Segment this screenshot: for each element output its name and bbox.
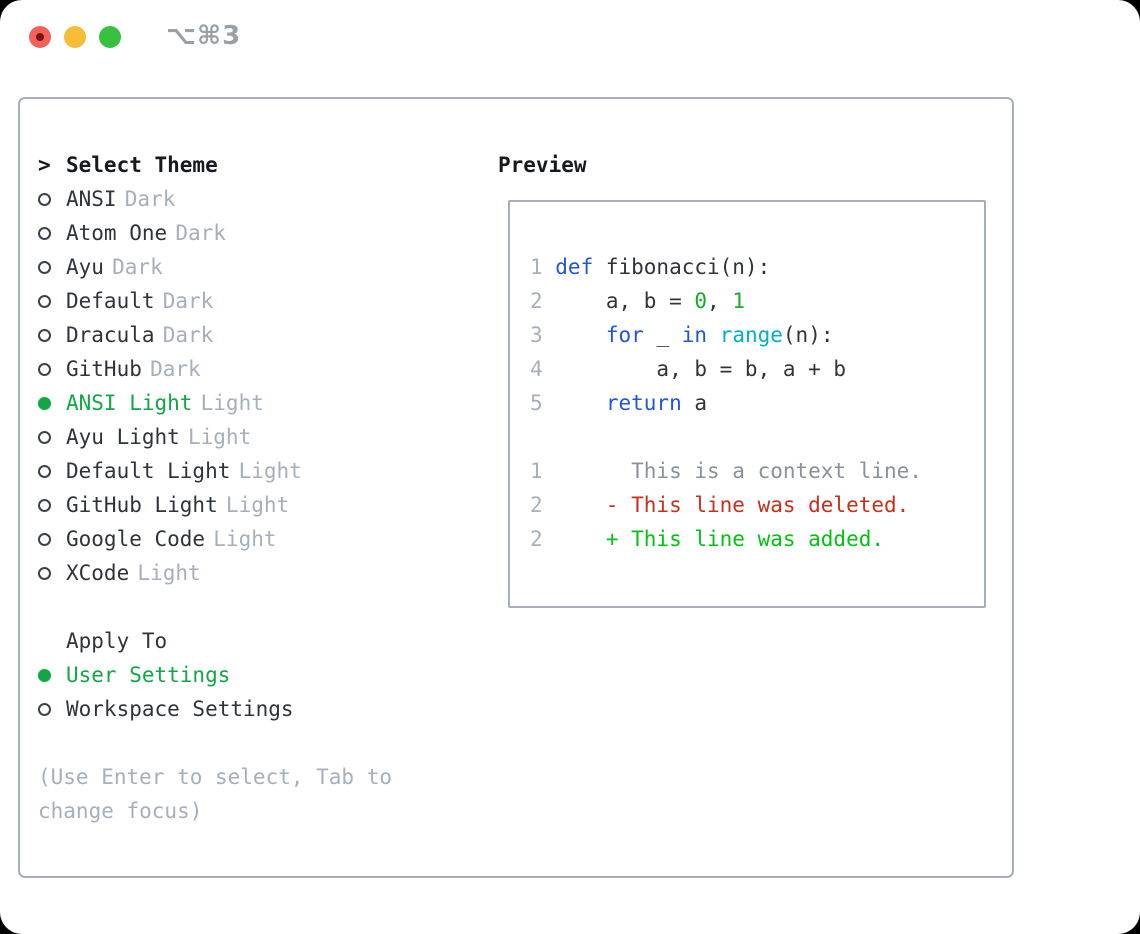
code-text: for _ in range(n): xyxy=(605,323,834,347)
option-label: Default Light xyxy=(66,459,231,483)
option-label: GitHub Light xyxy=(66,493,218,517)
option-label: ANSI xyxy=(66,187,117,211)
preview-title: Preview xyxy=(498,153,587,177)
code-line xyxy=(530,420,984,454)
code-text: - This line was deleted. xyxy=(555,493,910,517)
option-label: Google Code xyxy=(66,527,206,551)
line-number: 2 xyxy=(530,289,543,313)
window-shortcut-label: ⌥⌘3 xyxy=(166,21,242,51)
code-line: 2 + This line was added. xyxy=(530,522,984,556)
line-number: 1 xyxy=(530,255,543,279)
line-number: 2 xyxy=(530,493,543,517)
radio-icon xyxy=(38,260,66,274)
titlebar: ⌥⌘3 xyxy=(0,0,1140,75)
theme-list-title: Select Theme xyxy=(66,153,218,177)
radio-icon xyxy=(38,532,66,546)
code-line: 5 return a xyxy=(530,386,984,420)
radio-icon xyxy=(38,226,66,240)
code-text: a, b = 0, 1 xyxy=(555,289,745,313)
select-theme-header: > Select Theme xyxy=(38,148,478,182)
code-text: def fibonacci(n): xyxy=(555,255,771,279)
option-variant-label: Light xyxy=(200,391,264,415)
theme-option-ayu-light[interactable]: Ayu Light Light xyxy=(38,420,478,454)
radio-icon xyxy=(38,430,66,444)
radio-icon xyxy=(38,362,66,376)
apply-option-user-settings[interactable]: User Settings xyxy=(38,658,478,692)
radio-selected-icon xyxy=(38,396,66,410)
option-variant-label: Dark xyxy=(162,323,214,347)
option-label: Dracula xyxy=(66,323,155,347)
option-label: Workspace Settings xyxy=(66,697,294,721)
option-label: Default xyxy=(66,289,155,313)
code-line: 4 a, b = b, a + b xyxy=(530,352,984,386)
radio-icon xyxy=(38,328,66,342)
option-variant-label: Light xyxy=(137,561,201,585)
option-label: Atom One xyxy=(66,221,168,245)
line-number: 3 xyxy=(530,323,543,347)
theme-option-atom-one[interactable]: Atom One Dark xyxy=(38,216,478,250)
code-text: a, b = b, a + b xyxy=(555,357,847,381)
radio-icon xyxy=(38,464,66,478)
apply-to-title: Apply To xyxy=(66,629,168,653)
theme-option-default[interactable]: Default Dark xyxy=(38,284,478,318)
radio-icon xyxy=(38,702,66,716)
code-text: return a xyxy=(605,391,708,415)
option-variant-label: Dark xyxy=(175,221,226,245)
theme-option-xcode[interactable]: XCode Light xyxy=(38,556,478,590)
option-label: XCode xyxy=(66,561,130,585)
option-variant-label: Light xyxy=(213,527,277,551)
option-label: Ayu xyxy=(66,255,104,279)
option-variant-label: Dark xyxy=(150,357,201,381)
line-number: 5 xyxy=(530,391,543,415)
focus-caret-icon: > xyxy=(38,153,51,177)
option-variant-label: Dark xyxy=(162,289,214,313)
option-variant-label: Light xyxy=(188,425,252,449)
radio-icon xyxy=(38,498,66,512)
option-label: User Settings xyxy=(66,663,231,687)
code-text: + This line was added. xyxy=(555,527,885,551)
minimize-button[interactable] xyxy=(64,26,86,48)
theme-option-github[interactable]: GitHub Dark xyxy=(38,352,478,386)
theme-option-ansi-light[interactable]: ANSI Light Light xyxy=(38,386,478,420)
maximize-button[interactable] xyxy=(99,26,121,48)
close-button[interactable] xyxy=(29,26,51,48)
line-number: 1 xyxy=(530,459,543,483)
theme-option-default-light[interactable]: Default Light Light xyxy=(38,454,478,488)
theme-option-github-light[interactable]: GitHub Light Light xyxy=(38,488,478,522)
code-line: 2 a, b = 0, 1 xyxy=(530,284,984,318)
code-line: 1 def fibonacci(n): xyxy=(530,250,984,284)
option-label: GitHub xyxy=(66,357,142,381)
hint-text: (Use Enter to select, Tab to change focu… xyxy=(38,765,393,823)
option-label: ANSI Light xyxy=(66,391,193,415)
radio-icon xyxy=(38,192,66,206)
code-line: 2 - This line was deleted. xyxy=(530,488,984,522)
radio-icon xyxy=(38,294,66,308)
apply-to-header: Apply To xyxy=(38,624,478,658)
option-variant-label: Dark xyxy=(124,187,176,211)
apply-option-workspace-settings[interactable]: Workspace Settings xyxy=(38,692,478,726)
option-variant-label: Dark xyxy=(112,255,163,279)
line-number: 2 xyxy=(530,527,543,551)
theme-option-dracula[interactable]: Dracula Dark xyxy=(38,318,478,352)
radio-icon xyxy=(38,566,66,580)
code-line: 1 This is a context line. xyxy=(530,454,984,488)
line-number: 4 xyxy=(530,357,543,381)
option-variant-label: Light xyxy=(225,493,290,517)
radio-selected-icon xyxy=(38,668,66,682)
option-label: Ayu Light xyxy=(66,425,180,449)
code-line: 3 for _ in range(n): xyxy=(530,318,984,352)
theme-option-ansi[interactable]: ANSI Dark xyxy=(38,182,478,216)
theme-option-google-code[interactable]: Google Code Light xyxy=(38,522,478,556)
preview-header: Preview xyxy=(498,148,587,182)
code-text: This is a context line. xyxy=(555,459,922,483)
option-variant-label: Light xyxy=(238,459,302,483)
unsaved-changes-dot xyxy=(36,33,44,41)
theme-option-ayu[interactable]: Ayu Dark xyxy=(38,250,478,284)
